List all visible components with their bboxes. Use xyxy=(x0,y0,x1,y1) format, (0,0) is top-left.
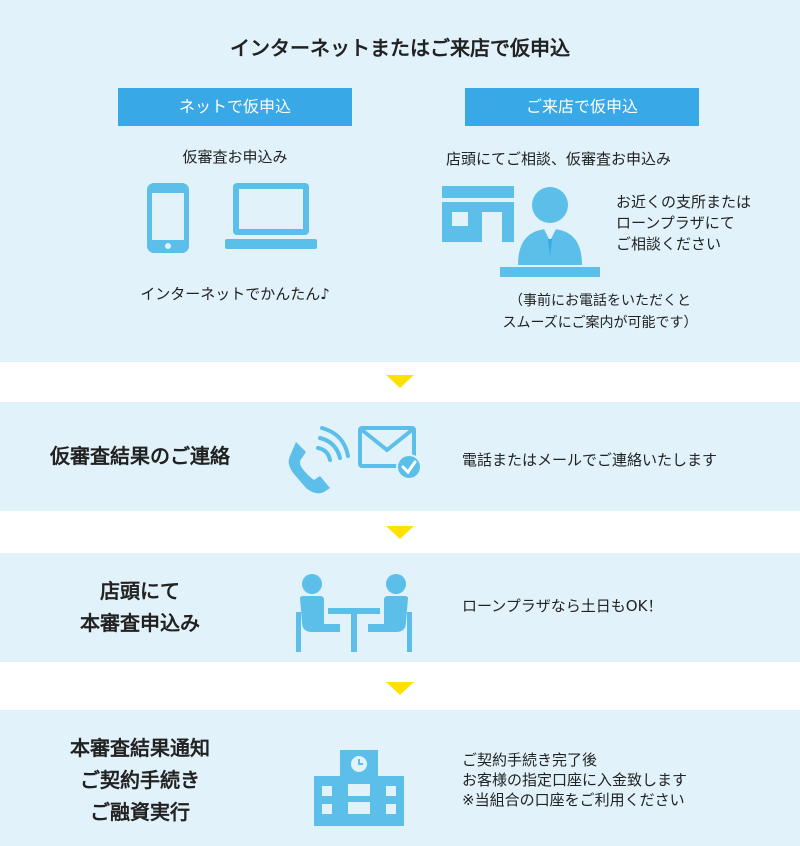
store-note: （事前にお電話をいただくと スムーズにご案内が可能です） xyxy=(450,290,750,334)
step-title-line: 本審査結果通知 xyxy=(70,736,210,760)
store-icon xyxy=(442,186,514,242)
step-title-line: 店頭にて xyxy=(100,579,180,603)
step-desc-line: 電話またはメールでご連絡いたします xyxy=(462,451,718,469)
store-note-line: （事前にお電話をいただくと xyxy=(509,293,691,309)
step-title: 店頭にて 本審査申込み xyxy=(20,575,260,639)
net-caption: インターネットでかんたん♪ xyxy=(140,285,330,303)
mail-icon xyxy=(358,426,422,480)
step-desc: ご契約手続き完了後 お客様の指定口座に入金致します ※当組合の口座をご利用くださ… xyxy=(462,750,782,810)
step-store-review: 店頭にて 本審査申込み ローンプラザなら土日もOK！ xyxy=(0,553,800,662)
store-apply-tag: ご来店で仮申込 xyxy=(465,88,699,126)
apply-panel: インターネットまたはご来店で仮申込 ネットで仮申込 仮審査お申込み インターネッ… xyxy=(0,0,800,362)
step-contract: 本審査結果通知 ご契約手続き ご融資実行 ご契約手続き完了後 お客様の指定口座に… xyxy=(0,710,800,846)
meeting-icon xyxy=(292,572,416,654)
step-desc: ローンプラザなら土日もOK！ xyxy=(462,596,782,616)
section-title: インターネットまたはご来店で仮申込 xyxy=(230,36,570,60)
step-desc-line: ローンプラザなら土日もOK！ xyxy=(462,597,663,615)
step-title-line: 仮審査結果のご連絡 xyxy=(50,444,230,468)
store-side-line: ローンプラザにて xyxy=(616,214,735,232)
phone-icon xyxy=(282,426,350,496)
flow-arrow xyxy=(386,375,414,388)
store-subtitle: 店頭にてご相談、仮審査お申込み xyxy=(446,150,672,168)
step-desc-line: お客様の指定口座に入金致します xyxy=(462,771,688,789)
step-desc-line: ※当組合の口座をご利用ください xyxy=(462,791,685,809)
step-title-line: 本審査申込み xyxy=(80,611,200,635)
step-desc: 電話またはメールでご連絡いたします xyxy=(462,450,782,470)
flow-arrow xyxy=(386,682,414,695)
flow-arrow xyxy=(386,526,414,539)
laptop-icon xyxy=(225,183,317,251)
step-title-line: ご融資実行 xyxy=(90,800,190,824)
building-icon xyxy=(314,750,404,826)
step-desc-line: ご契約手続き完了後 xyxy=(462,751,598,769)
store-side-line: ご相談ください xyxy=(616,235,722,253)
net-apply-tag: ネットで仮申込 xyxy=(118,88,352,126)
step-title: 仮審査結果のご連絡 xyxy=(20,440,260,472)
step-title: 本審査結果通知 ご契約手続き ご融資実行 xyxy=(20,732,260,828)
staff-icon xyxy=(500,183,600,279)
smartphone-icon xyxy=(147,183,189,253)
store-side-line: お近くの支所または xyxy=(616,193,752,211)
store-side-text: お近くの支所または ローンプラザにて ご相談ください xyxy=(616,192,751,255)
net-subtitle: 仮審査お申込み xyxy=(182,148,288,166)
step-title-line: ご契約手続き xyxy=(80,768,200,792)
step-result-contact: 仮審査結果のご連絡 電話またはメールでご連絡いたします xyxy=(0,402,800,511)
store-note-line: スムーズにご案内が可能です） xyxy=(502,315,698,331)
